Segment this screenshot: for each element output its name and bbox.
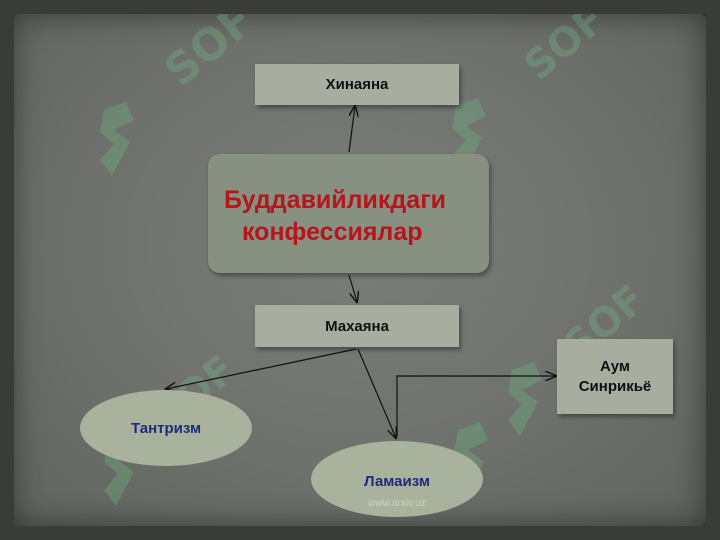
node-lamaism-label: Ламаизм (364, 472, 430, 490)
arrow-to-lamaism (357, 348, 396, 438)
node-center: Буддавийликдаги конфессиялар (208, 154, 489, 273)
arrow-to-hinayana (348, 106, 355, 153)
arrow-to-aum (396, 376, 556, 436)
watermark-logo-icon (100, 102, 134, 176)
node-aum-shinrikyo: Аум Синрикьё (557, 339, 673, 414)
center-title-line1: Буддавийликдаги (224, 186, 446, 214)
node-mahayana-label: Махаяна (325, 317, 389, 335)
watermark-logo-icon (508, 362, 542, 436)
node-hinayana: Хинаяна (255, 64, 459, 105)
watermark-logo-icon (452, 98, 486, 172)
arrow-to-mahayana (348, 274, 357, 302)
node-tantrism: Тантризм (80, 390, 252, 466)
node-hinayana-label: Хинаяна (325, 76, 389, 93)
arrow-to-tantrism (166, 348, 357, 389)
node-lamaism: Ламаизм (311, 441, 483, 517)
node-aum-label-line1: Аум (599, 357, 631, 375)
node-tantrism-label: Тантризм (130, 419, 202, 437)
watermark-url: www.arxiv.uz (368, 498, 426, 509)
node-aum-label-line2: Синрикьё (578, 377, 652, 395)
center-title-line2: конфессиялар (242, 218, 423, 246)
node-mahayana: Махаяна (255, 305, 459, 347)
